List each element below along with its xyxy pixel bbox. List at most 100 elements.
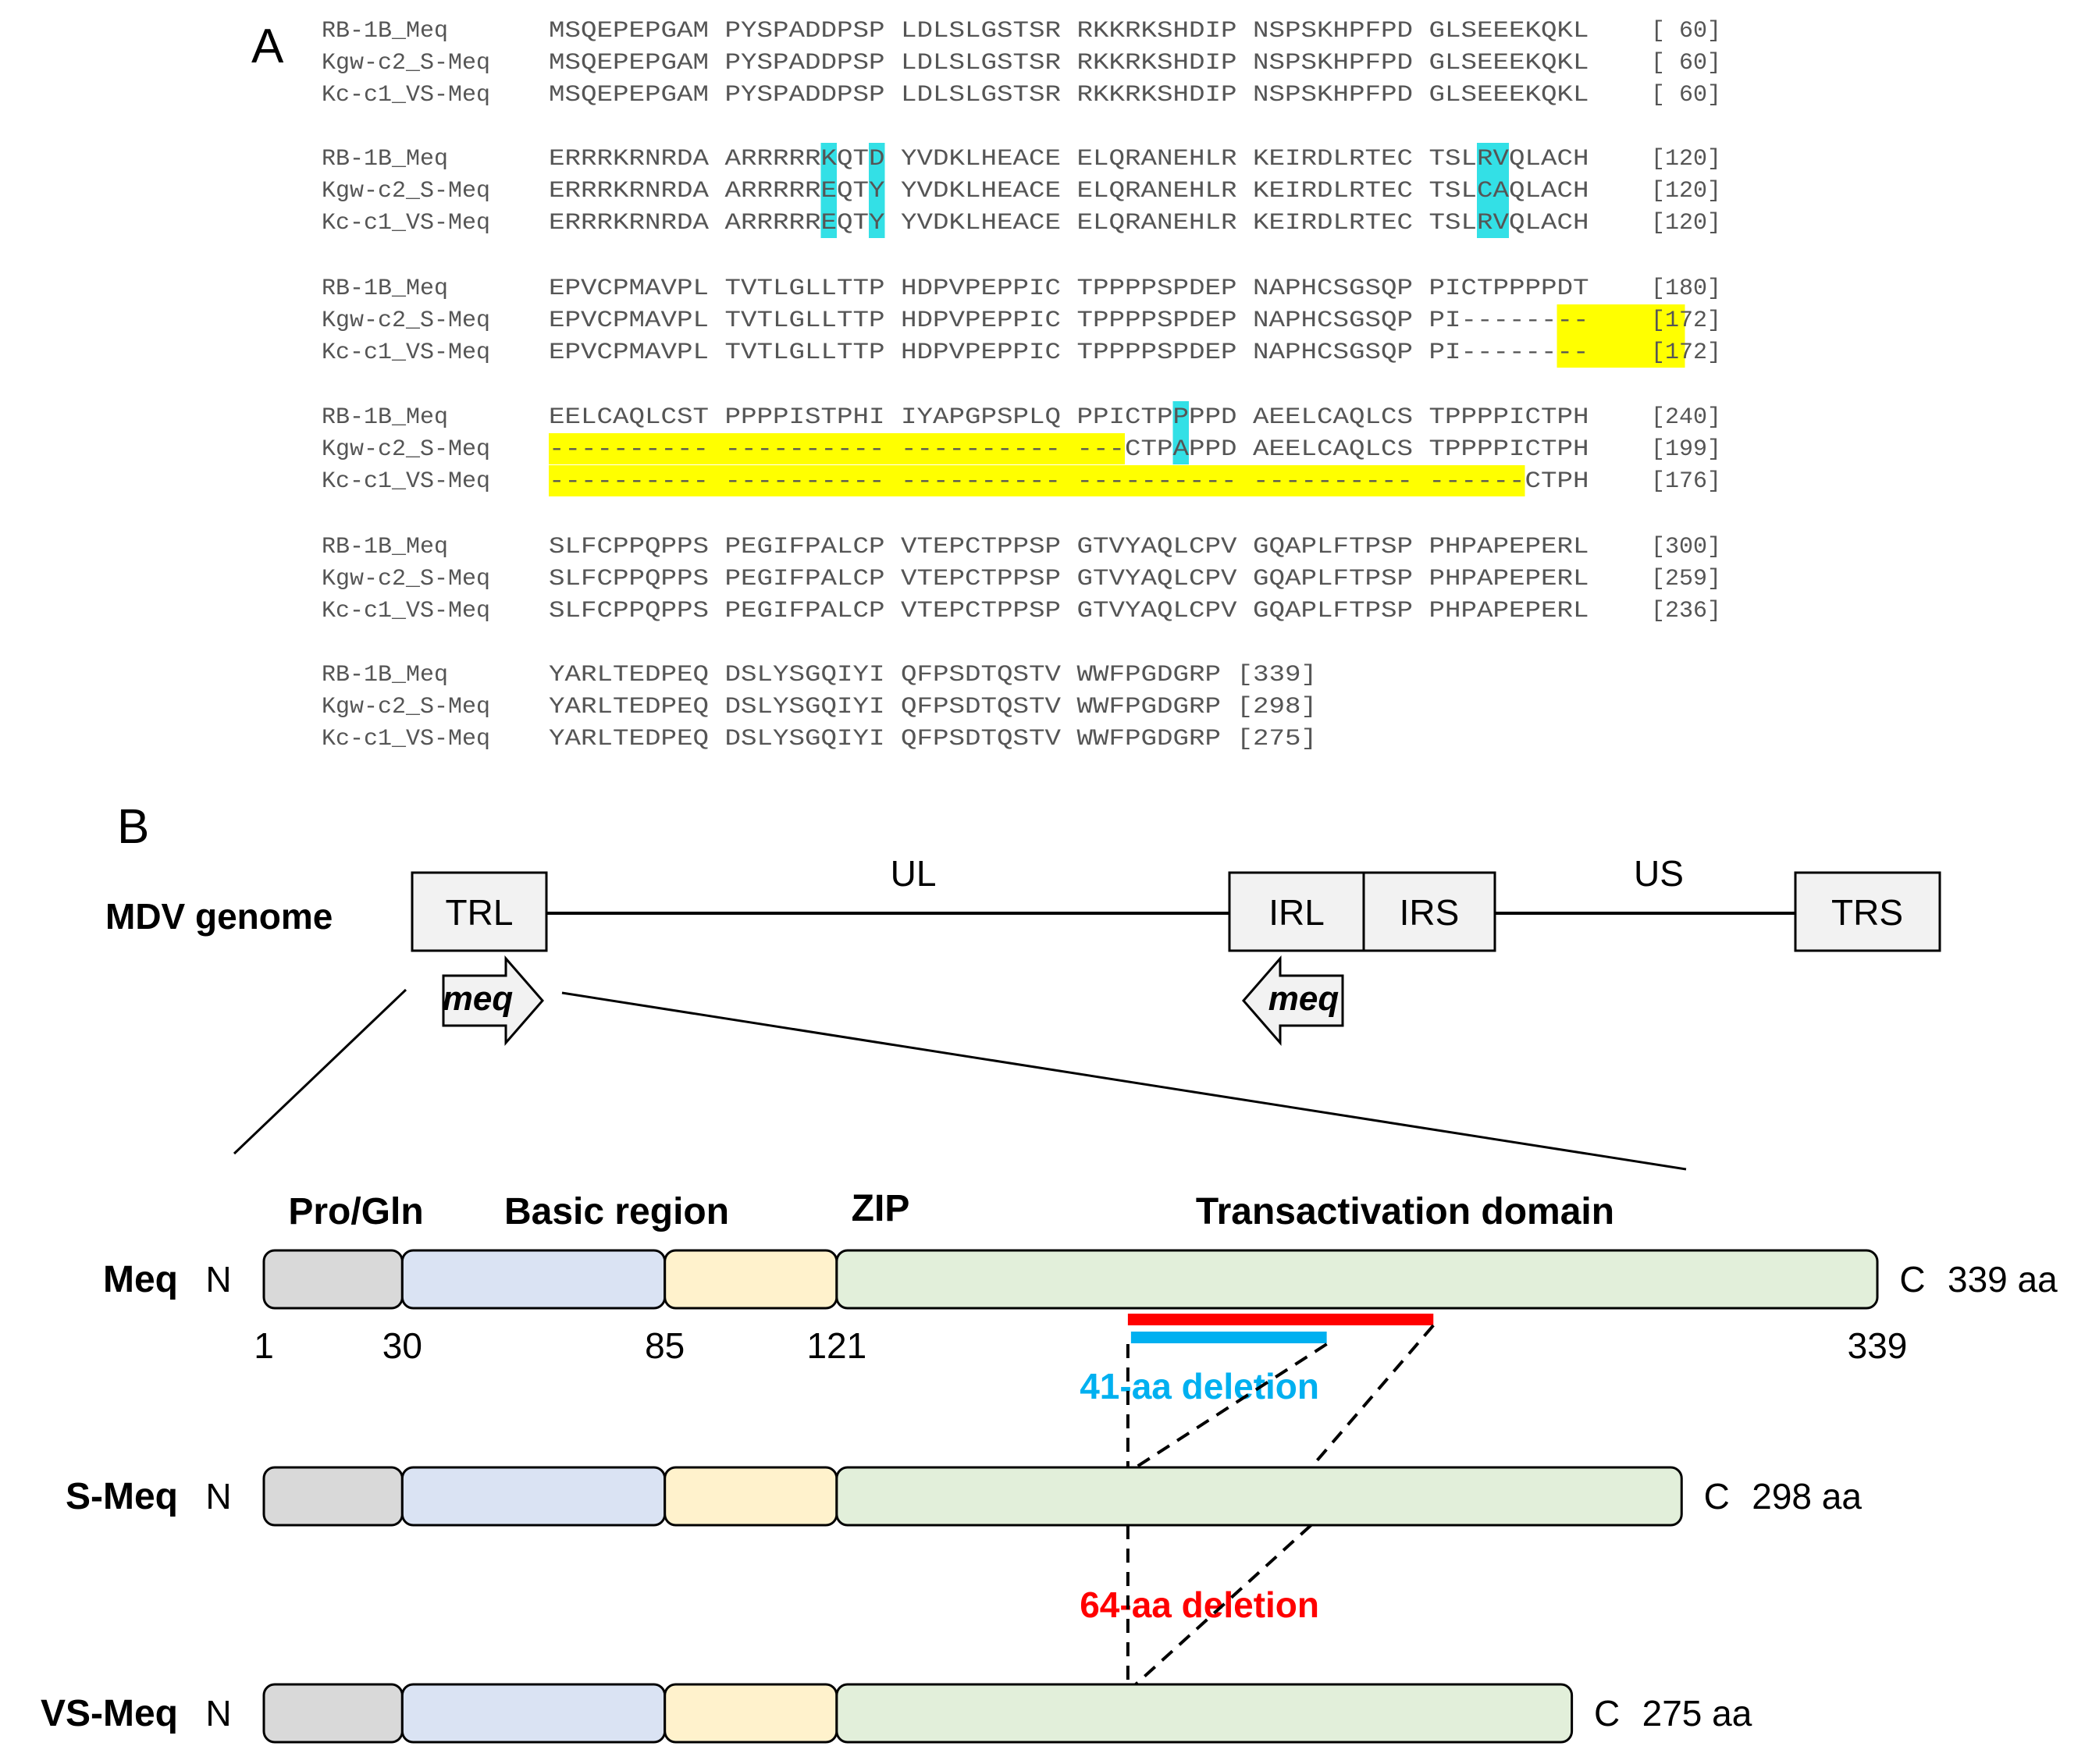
trs-label: TRS [1831,892,1903,933]
alignment-highlight-cyan [1477,143,1509,238]
sequence-position: [176] [1651,468,1721,495]
sequence-name: Kgw-c2_S-Meq [322,436,490,463]
sequence-residues: ---------- ---------- ---------- -------… [549,468,1589,495]
meq-arrow-left: meq [1242,955,1344,1047]
dashed-line-64aa-upper [1310,1324,1435,1469]
sequence-residues: SLFCPPQPPS PEGIFPALCP VTEPCTPPSP GTVYAQL… [549,598,1589,624]
c-terminus-label: C [1594,1693,1620,1734]
sequence-layer: RB-1B_Meq MSQEPEPGAM PYSPADDPSP LDLSLGSTS… [322,18,1721,752]
ul-label: UL [891,853,937,894]
sequence-name: RB-1B_Meq [322,534,448,560]
panel-a-label: A [251,20,284,73]
meq-arrow-right: meq [442,955,544,1047]
sequence-name: Kc-c1_VS-Meq [322,210,490,237]
irl-box: IRL [1228,871,1365,952]
irs-box: IRS [1362,871,1496,952]
sequence-residues: ---------- ---------- ---------- ---CTPA… [549,436,1589,463]
domain-pro-gln [262,1466,404,1527]
domain-basic-region [400,1249,667,1310]
n-terminus-label: N [205,1693,231,1734]
sequence-name: RB-1B_Meq [322,146,448,172]
trl-label: TRL [446,892,514,933]
domain-transactivation-domain [835,1683,1574,1744]
position-tick: 1 [254,1325,274,1366]
sequence-name: Kgw-c2_S-Meq [322,694,490,720]
sequence-residues: MSQEPEPGAM PYSPADDPSP LDLSLGSTSR RKKRKSH… [549,18,1589,44]
sequence-name: RB-1B_Meq [322,404,448,431]
sequence-position: [120] [1651,210,1721,237]
sequence-position: [172] [1651,340,1721,366]
highlight-layer [549,143,1685,496]
sequence-position: [172] [1651,308,1721,334]
trl-box: TRL [411,871,548,952]
sequence-name: Kc-c1_VS-Meq [322,468,490,495]
sequence-position: [236] [1651,598,1721,624]
sequence-residues: YARLTEDPEQ DSLYSGQIYI QFPSDTQSTV WWFPGDG… [549,694,1317,720]
header-basic-region: Basic region [504,1191,729,1232]
sequence-position: [ 60] [1651,82,1721,108]
genome-label: MDV genome [105,896,333,937]
sequence-position: [259] [1651,566,1721,592]
deletion-label-41aa: 41-aa deletion [1080,1366,1319,1407]
sequence-name: Kgw-c2_S-Meq [322,566,490,592]
length-label: 339 aa [1948,1259,2058,1300]
position-tick: 121 [806,1325,866,1366]
meq-arrow-left-label: meq [1268,980,1340,1018]
position-tick: 30 [382,1325,422,1366]
sequence-residues: MSQEPEPGAM PYSPADDPSP LDLSLGSTSR RKKRKSH… [549,82,1589,108]
c-terminus-label: C [1704,1476,1730,1517]
sequence-residues: YARLTEDPEQ DSLYSGQIYI QFPSDTQSTV WWFPGDG… [549,726,1317,752]
header-pro-gln: Pro/Gln [288,1191,423,1232]
sequence-residues: ERRRKRNRDA ARRRRRKQTD YVDKLHEACE ELQRANE… [549,146,1589,172]
us-label: US [1634,853,1684,894]
sequence-name: Kc-c1_VS-Meq [322,340,490,366]
panel-b-schematic: B MDV genome UL US TRL IRL IRS TRS meq [41,800,2058,1744]
position-tick: 85 [645,1325,685,1366]
sequence-position: [120] [1651,146,1721,172]
zoom-line-left [233,988,407,1155]
protein-name: Meq [103,1259,178,1300]
protein-name: VS-Meq [41,1693,178,1734]
sequence-residues: SLFCPPQPPS PEGIFPALCP VTEPCTPPSP GTVYAQL… [549,566,1589,592]
domain-basic-region [400,1466,667,1527]
n-terminus-label: N [205,1259,231,1300]
sequence-position: [300] [1651,534,1721,560]
protein-vs-meq: VS-Meq N C 275 aa [41,1683,1752,1744]
domain-zip [664,1249,838,1310]
sequence-name: Kc-c1_VS-Meq [322,82,490,108]
sequence-name: Kgw-c2_S-Meq [322,308,490,334]
sequence-name: RB-1B_Meq [322,276,448,302]
irs-label: IRS [1400,892,1460,933]
sequence-position: [240] [1651,404,1721,431]
sequence-position: [180] [1651,276,1721,302]
meq-arrow-right-label: meq [443,980,514,1018]
length-label: 275 aa [1642,1693,1752,1734]
sequence-residues: EELCAQLCST PPPPISTPHI IYAPGPSPLQ PPICTPP… [549,404,1589,431]
sequence-name: RB-1B_Meq [322,662,448,688]
alignment-highlight-yellow [549,433,1125,464]
length-label: 298 aa [1752,1476,1862,1517]
domain-pro-gln [262,1683,404,1744]
sequence-position: [ 60] [1651,18,1721,44]
irl-label: IRL [1268,892,1325,933]
trs-box: TRS [1794,871,1941,952]
domain-basic-region [400,1683,667,1744]
alignment-highlight-yellow [1557,304,1685,368]
alignment-highlight-cyan [1172,401,1189,464]
domain-transactivation-domain [835,1249,1879,1310]
sequence-residues: EPVCPMAVPL TVTLGLLTTP HDPVPEPPIC TPPPPSP… [549,308,1589,334]
sequence-name: Kgw-c2_S-Meq [322,178,490,204]
sequence-name: Kc-c1_VS-Meq [322,726,490,752]
sequence-residues: SLFCPPQPPS PEGIFPALCP VTEPCTPPSP GTVYAQL… [549,534,1589,560]
sequence-residues: ERRRKRNRDA ARRRRREQTY YVDKLHEACE ELQRANE… [549,210,1589,237]
sequence-name: Kc-c1_VS-Meq [322,598,490,624]
domain-pro-gln [262,1249,404,1310]
dashed-line-64aa-right [1134,1524,1312,1686]
sequence-position: [ 60] [1651,50,1721,76]
position-tick: 339 [1848,1325,1908,1366]
n-terminus-label: N [205,1476,231,1517]
